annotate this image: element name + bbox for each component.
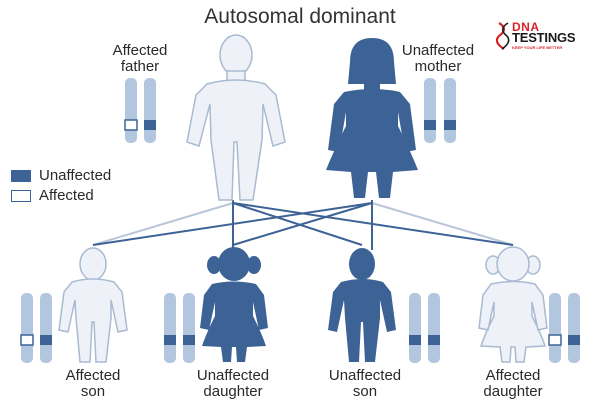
diagram-title: Autosomal dominant [204,5,396,28]
affected-son-chromosome-pair [20,293,52,363]
legend-label-affected: Affected [39,187,94,204]
mother-figure [326,38,418,198]
father-label: Affected father [80,43,200,75]
child-label-2: Unaffected daughter [168,368,298,400]
mother-to-unaffected-daughter-line [232,202,373,246]
logo-tagline: KEEP YOUR LIFE BETTER [512,45,563,50]
child-label-3-line2: son [352,383,378,400]
legend-swatch-unaffected [11,170,31,182]
father-label-line2: father [120,58,160,75]
unaffected-daughter-chromosome-pair [164,293,195,363]
unaffected-daughter-figure [200,247,268,362]
logo-text-dna: DNA [512,20,540,34]
child-label-4: Affected daughter [448,368,578,400]
child-label-1: Affected son [33,368,153,400]
mother-chromosome-pair [424,78,456,143]
child-label-4-line1: Affected [485,367,541,384]
father-chromosome-pair [124,78,156,143]
dna-testings-logo: DNA TESTINGS KEEP YOUR LIFE BETTER [496,21,592,51]
father-to-unaffected-son-line [232,202,363,246]
mother-to-affected-daughter-line [371,202,514,246]
child-label-3-line1: Unaffected [328,367,402,384]
affected-son-figure [58,247,128,363]
unaffected-son-chromosome-pair [409,293,440,363]
child-label-3: Unaffected son [300,368,430,400]
child-label-2-line1: Unaffected [196,367,270,384]
mother-label: Unaffected mother [378,43,498,75]
legend-swatch-affected [11,190,31,202]
father-to-affected-son-line [92,202,234,246]
father-figure [186,34,286,201]
child-label-1-line1: Affected [65,367,121,384]
logo-text-testings: TESTINGS [512,30,576,45]
affected-daughter-chromosome-pair [548,293,580,363]
inheritance-lines [92,200,514,250]
affected-daughter-figure [478,246,548,363]
child-label-2-line2: daughter [203,383,263,400]
mother-label-line1: Unaffected [401,42,475,59]
child-label-1-line2: son [80,383,106,400]
mother-label-line2: mother [414,58,462,75]
unaffected-son-figure [328,248,396,362]
father-label-line1: Affected [112,42,168,59]
child-label-4-line2: daughter [483,383,543,400]
legend-label-unaffected: Unaffected [39,167,112,184]
dna-helix-icon [496,22,510,50]
